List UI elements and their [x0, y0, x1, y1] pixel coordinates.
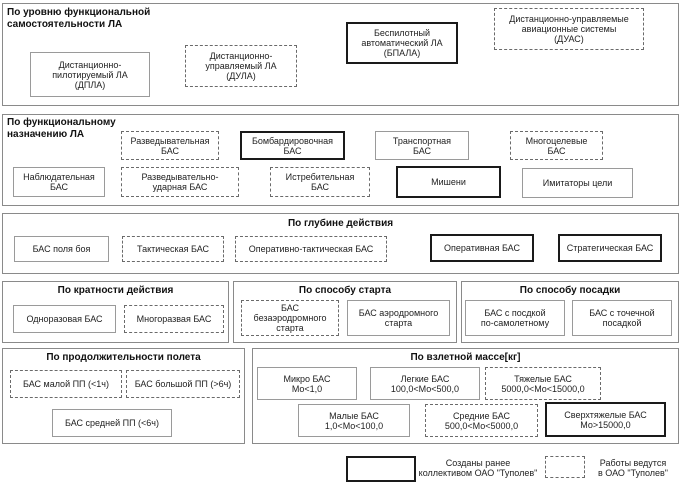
long-duration-box: БАС большой ПП (>6ч) — [126, 370, 240, 398]
recon-box: Разведывательная БАС — [121, 131, 219, 160]
small-box: Малые БАС 1,0<Мо<100,0 — [298, 404, 410, 437]
no-airfield-launch-box: БАС безаэродромного старта — [241, 300, 339, 336]
bpala-box: Беспилотный автоматический ЛА (БПАЛА) — [346, 22, 458, 64]
legend-created-label: Созданы ранее коллективом ОАО "Туполев" — [418, 458, 538, 478]
landing-title: По способу посадки — [519, 285, 621, 296]
transport-box: Транспортная БАС — [375, 131, 469, 160]
purpose-title: По функциональному назначению ЛА — [7, 117, 116, 140]
micro-box: Микро БАС Мо<1,0 — [257, 367, 357, 400]
autonomy-title: По уровню функциональной самостоятельнос… — [7, 7, 151, 30]
recon-strike-box: Разведывательно- ударная БАС — [121, 167, 239, 197]
mass-title: По взлетной массе[кг] — [410, 352, 521, 363]
operational-box: Оперативная БАС — [430, 234, 534, 262]
legend-in-progress-swatch — [545, 456, 585, 478]
multirole-box: Многоцелевые БАС — [510, 131, 603, 160]
fighter-box: Истребительная БАС — [270, 167, 370, 197]
short-duration-box: БАС малой ПП (<1ч) — [10, 370, 122, 398]
reusable-box: Многоразвая БАС — [124, 305, 224, 333]
duration-title: По продолжительности полета — [46, 352, 201, 363]
light-box: Легкие БАС 100,0<Мо<500,0 — [370, 367, 480, 400]
heavy-box: Тяжелые БАС 5000,0<Мо<15000,0 — [485, 367, 601, 400]
legend-in-progress-label: Работы ведутся в ОАО "Туполев" — [598, 458, 668, 478]
single-use-box: Одноразовая БАС — [13, 305, 116, 333]
observation-box: Наблюдательная БАС — [13, 167, 105, 197]
medium-box: Средние БАС 500,0<Мо<5000,0 — [425, 404, 538, 437]
legend-created-swatch — [346, 456, 416, 482]
dula-box: Дистанционно- управляемый ЛА (ДУЛА) — [185, 45, 297, 87]
targets-box: Мишени — [396, 166, 501, 198]
airfield-launch-box: БАС аэродромного старта — [347, 300, 450, 336]
tactical-box: Тактическая БАС — [122, 236, 224, 262]
bomber-box: Бомбардировочная БАС — [240, 131, 345, 160]
multiplicity-title: По кратности действия — [57, 285, 174, 296]
strategic-box: Стратегическая БАС — [558, 234, 662, 262]
dpla-box: Дистанционно- пилотируемый ЛА (ДПЛА) — [30, 52, 150, 97]
medium-duration-box: БАС средней ПП (<6ч) — [52, 409, 172, 437]
depth-title: По глубине действия — [287, 218, 394, 229]
launch-title: По способу старта — [298, 285, 392, 296]
target-simulators-box: Имитаторы цели — [522, 168, 633, 198]
duas-box: Дистанционно-управляемые авиационные сис… — [494, 8, 644, 50]
super-heavy-box: Сверхтяжелые БАС Мо>15000,0 — [545, 402, 666, 437]
point-landing-box: БАС с точечной посадкой — [572, 300, 672, 336]
battlefield-box: БАС поля боя — [14, 236, 109, 262]
aircraft-landing-box: БАС с посдкой по-самолетному — [465, 300, 565, 336]
operational-tactical-box: Оперативно-тактическая БАС — [235, 236, 387, 262]
